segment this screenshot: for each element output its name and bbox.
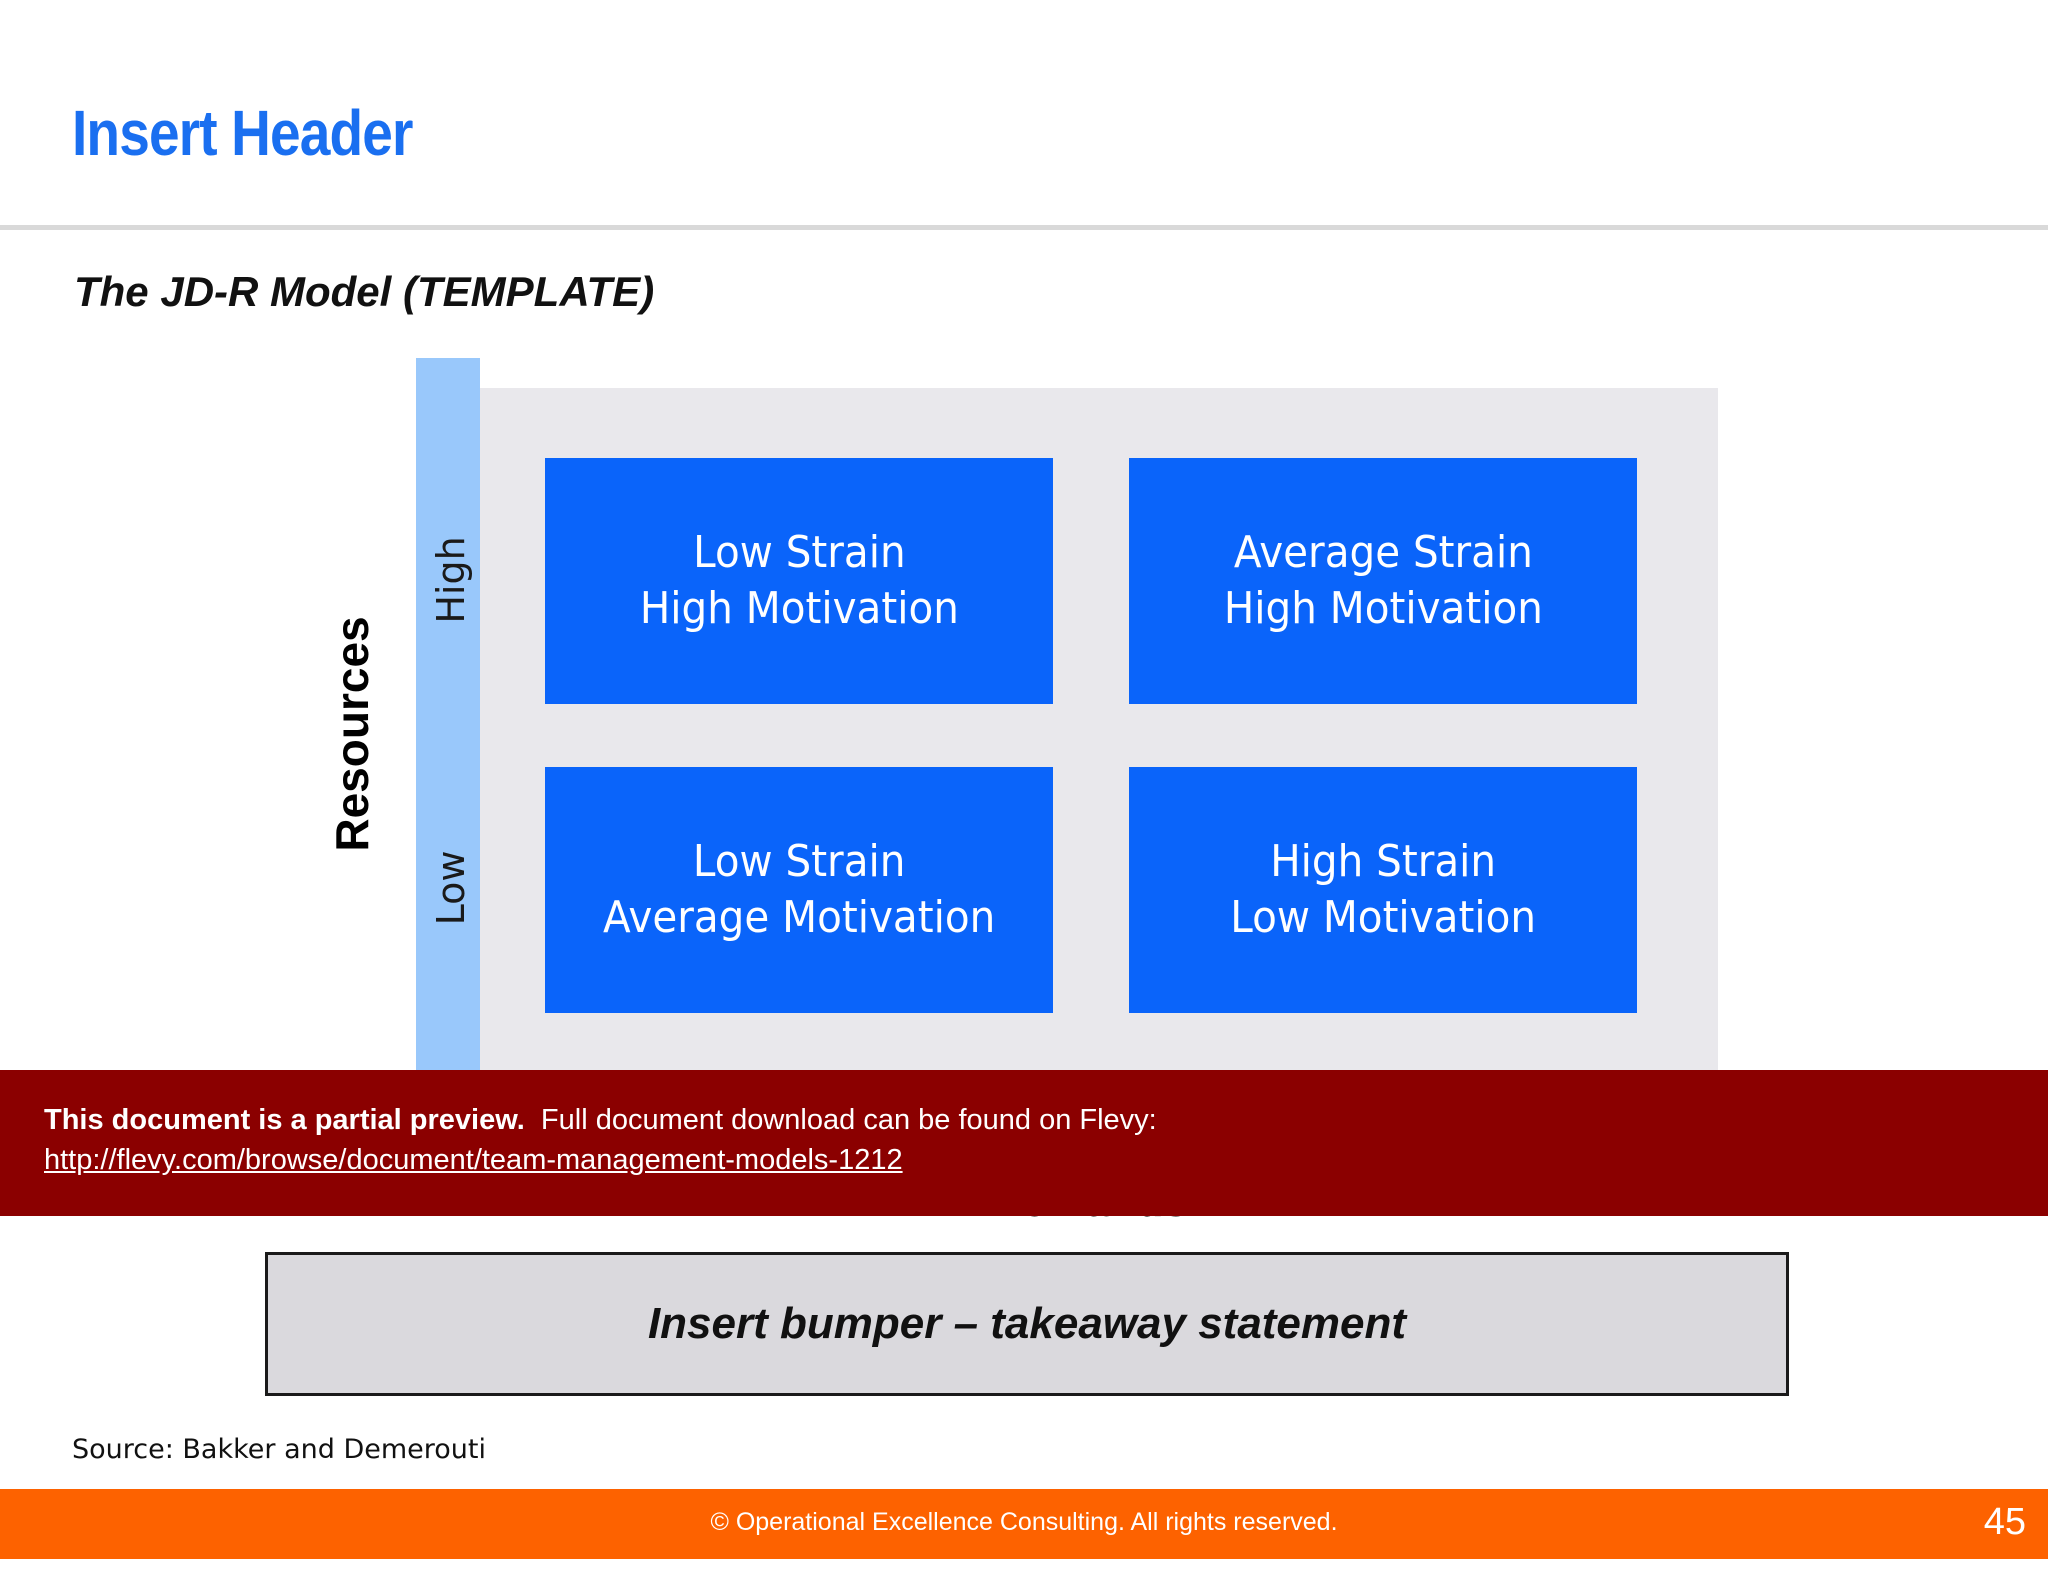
quadrant-bottom-left: Low Strain Average Motivation xyxy=(545,767,1053,1013)
quadrant-top-left: Low Strain High Motivation xyxy=(545,458,1053,704)
quadrant-line1: Low Strain xyxy=(692,836,906,887)
footer-copyright: © Operational Excellence Consulting. All… xyxy=(710,1508,1338,1536)
preview-text: Full document download can be found on F… xyxy=(540,1104,1157,1136)
quadrant-line1: Low Strain xyxy=(692,527,906,578)
page-number: 45 xyxy=(1983,1501,2026,1543)
arrow-up-icon xyxy=(416,358,480,390)
y-axis-high-label: High xyxy=(429,536,473,624)
title-divider xyxy=(0,225,2048,230)
quadrant-bottom-right: High Strain Low Motivation xyxy=(1129,767,1637,1013)
takeaway-bumper: Insert bumper – takeaway statement xyxy=(265,1252,1789,1396)
preview-banner: This document is a partial preview. Full… xyxy=(0,1070,2048,1216)
page-title: Insert Header xyxy=(72,97,413,169)
y-axis-low-label: Low xyxy=(429,850,473,926)
quadrant-line2: Average Motivation xyxy=(602,892,996,943)
source-note: Source: Bakker and Demerouti xyxy=(72,1434,487,1465)
resources-axis-arrow xyxy=(416,358,480,1088)
y-axis-title: Resources xyxy=(326,616,378,852)
quadrant-top-right: Average Strain High Motivation xyxy=(1129,458,1637,704)
preview-bold-text: This document is a partial preview. xyxy=(44,1104,525,1136)
quadrant-line1: Average Strain xyxy=(1233,527,1533,578)
quadrant-line2: High Motivation xyxy=(1223,583,1543,634)
preview-message: This document is a partial preview. Full… xyxy=(44,1104,1157,1137)
quadrant-line1: High Strain xyxy=(1270,836,1496,887)
quadrant-line2: Low Motivation xyxy=(1230,892,1536,943)
flevy-link[interactable]: http://flevy.com/browse/document/team-ma… xyxy=(44,1144,903,1176)
slide-subtitle: The JD-R Model (TEMPLATE) xyxy=(74,268,655,315)
bumper-text: Insert bumper – takeaway statement xyxy=(647,1299,1407,1348)
quadrant-line2: High Motivation xyxy=(639,583,959,634)
footer-bar: © Operational Excellence Consulting. All… xyxy=(0,1489,2048,1559)
